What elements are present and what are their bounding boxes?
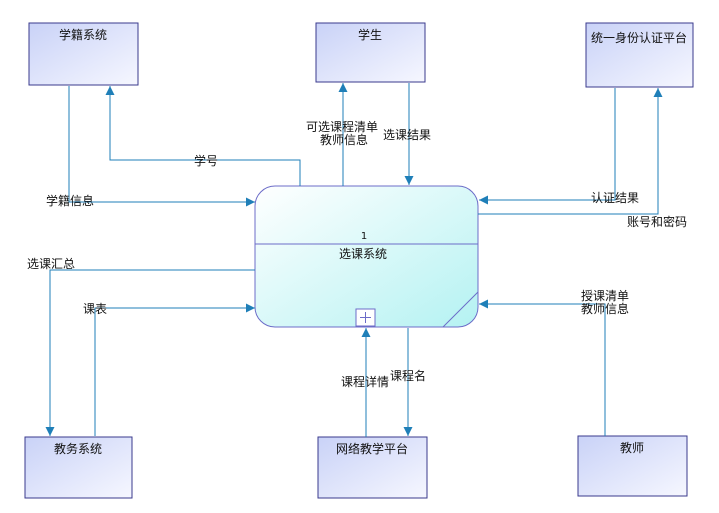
flow-optional-label-2: 教师信息 <box>320 132 368 147</box>
entity-student-label: 学生 <box>358 27 382 42</box>
entity-xueji-system[interactable]: 学籍系统 <box>28 22 139 86</box>
flow-schedule: 课表 <box>83 302 255 436</box>
flow-summary-label: 选课汇总 <box>27 257 75 271</box>
flow-schedule-label: 课表 <box>83 302 107 316</box>
entity-jiaowu-system[interactable]: 教务系统 <box>24 436 133 499</box>
flow-teach-label-2: 教师信息 <box>581 301 629 316</box>
flow-optional-label-1: 可选课程清单 <box>306 119 378 134</box>
entity-student[interactable]: 学生 <box>315 22 426 83</box>
expand-plus-icon[interactable] <box>355 308 376 327</box>
entity-auth-label: 统一身份认证平台 <box>591 30 687 45</box>
process-course-selection[interactable]: 1 选课系统 <box>254 185 479 328</box>
flow-xueji-info: 学籍信息 <box>46 86 255 208</box>
entity-teacher-label: 教师 <box>620 440 644 455</box>
flow-result-label: 选课结果 <box>383 128 431 142</box>
flow-xuehao: 学号 <box>105 86 301 186</box>
flow-course-name: 课程名 <box>390 328 426 436</box>
entity-network-platform[interactable]: 网络教学平台 <box>317 436 428 499</box>
flow-course-detail: 课程详情 <box>341 328 389 437</box>
process-corner-fold <box>442 291 479 328</box>
flow-xueji-info-label: 学籍信息 <box>46 193 94 208</box>
flow-teach-label-1: 授课清单 <box>581 288 629 303</box>
entity-jiaowu-label: 教务系统 <box>54 441 102 456</box>
flow-optional-courses: 可选课程清单 教师信息 <box>306 83 378 186</box>
entity-auth-platform[interactable]: 统一身份认证平台 <box>585 22 694 88</box>
flow-auth-result-label: 认证结果 <box>591 191 639 205</box>
process-name: 选课系统 <box>339 247 387 261</box>
flow-account-password: 账号和密码 <box>478 88 687 229</box>
flow-course-name-label: 课程名 <box>390 368 426 383</box>
process-number: 1 <box>361 231 367 242</box>
entity-xueji-label: 学籍系统 <box>59 27 107 42</box>
entity-network-label: 网络教学平台 <box>336 441 408 456</box>
entity-teacher[interactable]: 教师 <box>577 435 688 497</box>
flow-selection-result: 选课结果 <box>383 83 431 185</box>
flow-xuehao-label: 学号 <box>194 153 218 168</box>
flow-course-detail-label: 课程详情 <box>341 374 389 389</box>
flow-auth-result: 认证结果 <box>479 88 639 205</box>
flow-account-label: 账号和密码 <box>627 214 687 229</box>
flow-teaching-list: 授课清单 教师信息 <box>479 288 629 436</box>
flow-selection-summary: 选课汇总 <box>27 257 255 436</box>
